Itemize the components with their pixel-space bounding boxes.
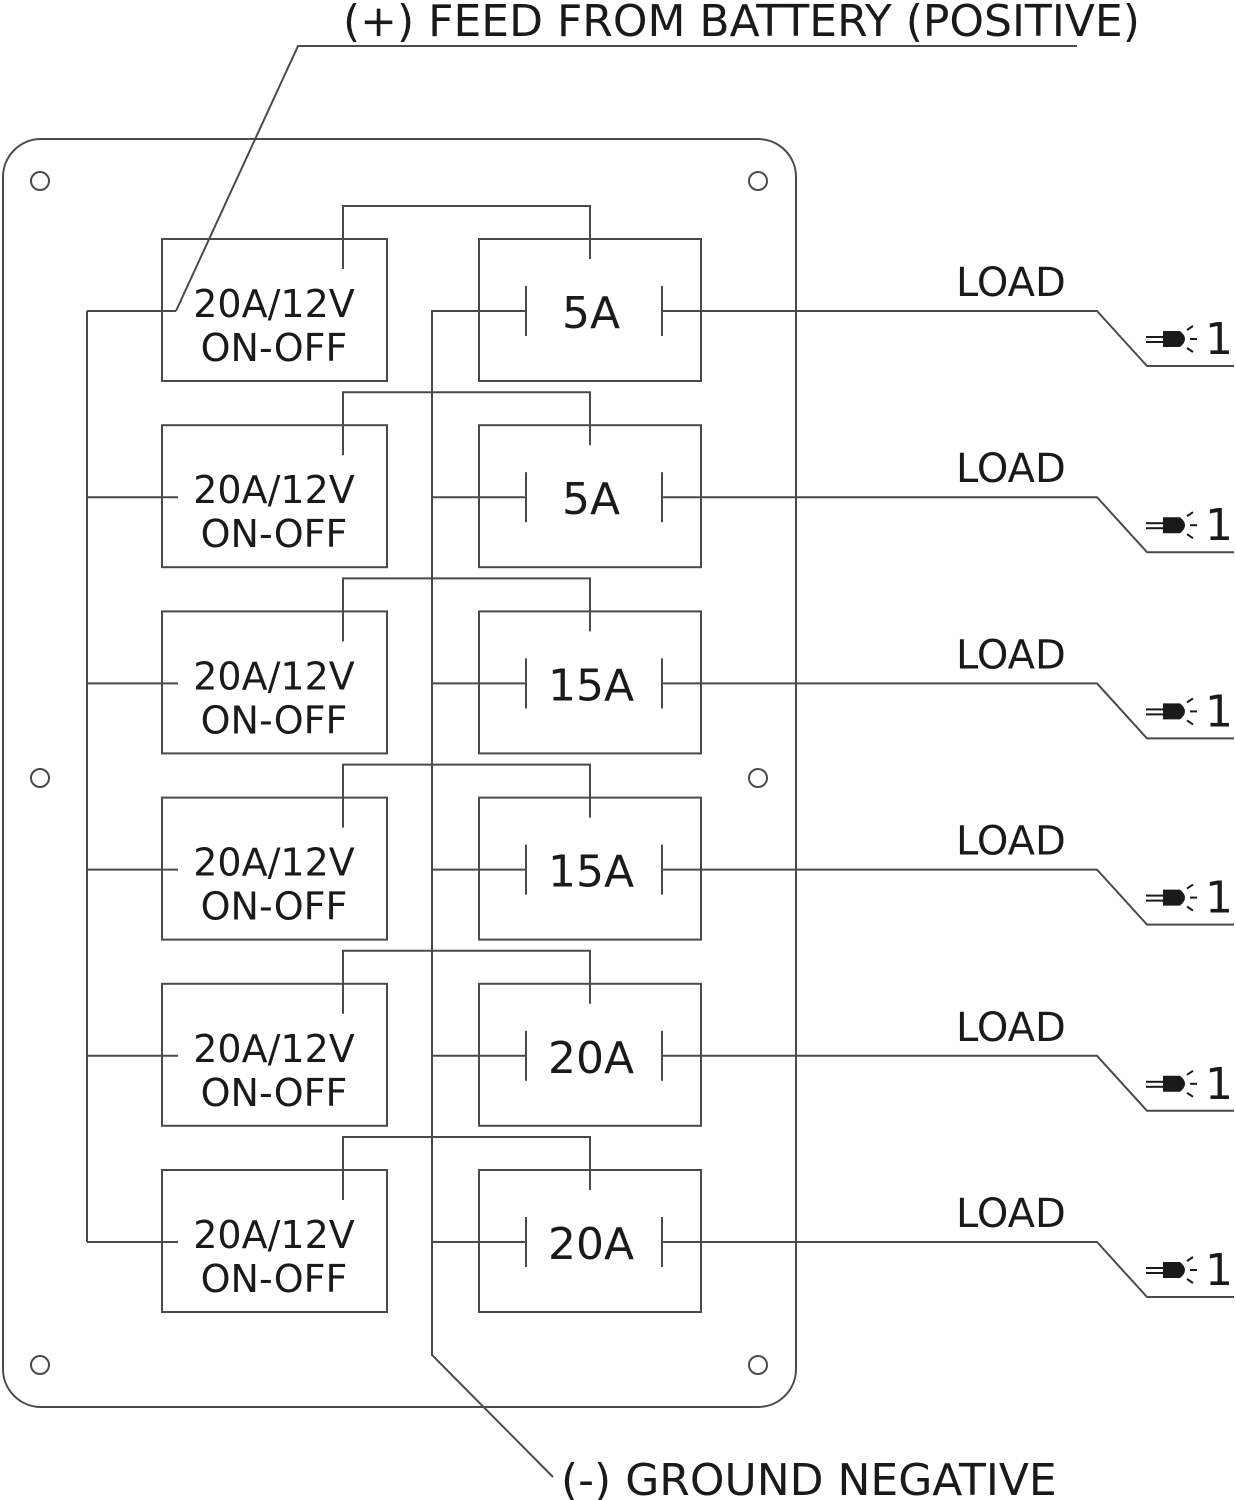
switch-mode: ON-OFF [201, 512, 348, 556]
bulb-icon [1146, 883, 1197, 912]
load-wire [662, 310, 1234, 367]
fuse-rating: 15A [548, 660, 634, 711]
load-label: LOAD [956, 1005, 1066, 1051]
switch-rating: 20A/12V [193, 654, 355, 698]
load-count: 1 [1205, 873, 1233, 924]
load-wire [662, 496, 1234, 554]
load-count: 1 [1205, 1245, 1233, 1296]
feed-leader-line [175, 45, 1077, 312]
switch-rating: 20A/12V [193, 282, 355, 326]
switch-rating: 20A/12V [193, 1027, 355, 1071]
load-wire [662, 868, 1234, 926]
switch-mode: ON-OFF [201, 885, 348, 929]
load-count: 1 [1205, 500, 1233, 551]
switch-to-fuse-jumper [342, 763, 591, 828]
fuse-rating: 5A [562, 288, 620, 339]
bulb-icon [1146, 511, 1197, 540]
load-label: LOAD [956, 260, 1066, 306]
mounting-hole-icon [748, 171, 768, 191]
mounting-hole-icon [30, 768, 50, 788]
feed-label: (+) FEED FROM BATTERY (POSITIVE) [343, 0, 1140, 47]
load-count: 1 [1205, 686, 1233, 737]
load-label: LOAD [956, 819, 1066, 865]
switch-to-fuse-jumper [342, 391, 591, 456]
mounting-hole-icon [748, 1355, 768, 1375]
load-wire [662, 682, 1234, 740]
mounting-hole-icon [748, 768, 768, 788]
switch-rating: 20A/12V [193, 1213, 355, 1257]
switch-mode: ON-OFF [201, 1257, 348, 1301]
switch-to-fuse-jumper [342, 1136, 591, 1200]
switch-to-fuse-jumper [342, 205, 591, 269]
switch-mode: ON-OFF [201, 1071, 348, 1115]
switch-rating: 20A/12V [193, 468, 355, 512]
bulb-icon [1146, 1069, 1197, 1098]
switch-rating: 20A/12V [193, 841, 355, 885]
switch-to-fuse-jumper [342, 577, 591, 642]
switch-mode: ON-OFF [201, 326, 348, 370]
fuse-rating: 20A [548, 1033, 634, 1084]
bulb-icon [1146, 325, 1197, 353]
mounting-hole-icon [30, 171, 50, 191]
load-wire [662, 1241, 1234, 1298]
ground-label: (-) GROUND NEGATIVE [561, 1455, 1057, 1500]
load-label: LOAD [956, 632, 1066, 678]
load-wire [662, 1054, 1234, 1112]
ground-bus [431, 310, 554, 1478]
load-count: 1 [1205, 1059, 1233, 1110]
panel-outline [2, 138, 797, 1408]
switch-to-fuse-jumper [342, 949, 591, 1014]
bulb-icon [1146, 697, 1197, 726]
load-label: LOAD [956, 446, 1066, 492]
bulb-icon [1146, 1256, 1197, 1284]
circuit-rows: 20A/12VON-OFF5ALOAD120A/12VON-OFF5ALOAD1… [87, 205, 1234, 1313]
fuse-rating: 15A [548, 847, 634, 898]
load-count: 1 [1205, 314, 1233, 365]
load-label: LOAD [956, 1191, 1066, 1237]
fuse-rating: 20A [548, 1219, 634, 1270]
mounting-hole-icon [30, 1355, 50, 1375]
fuse-rating: 5A [562, 474, 620, 525]
switch-mode: ON-OFF [201, 698, 348, 742]
